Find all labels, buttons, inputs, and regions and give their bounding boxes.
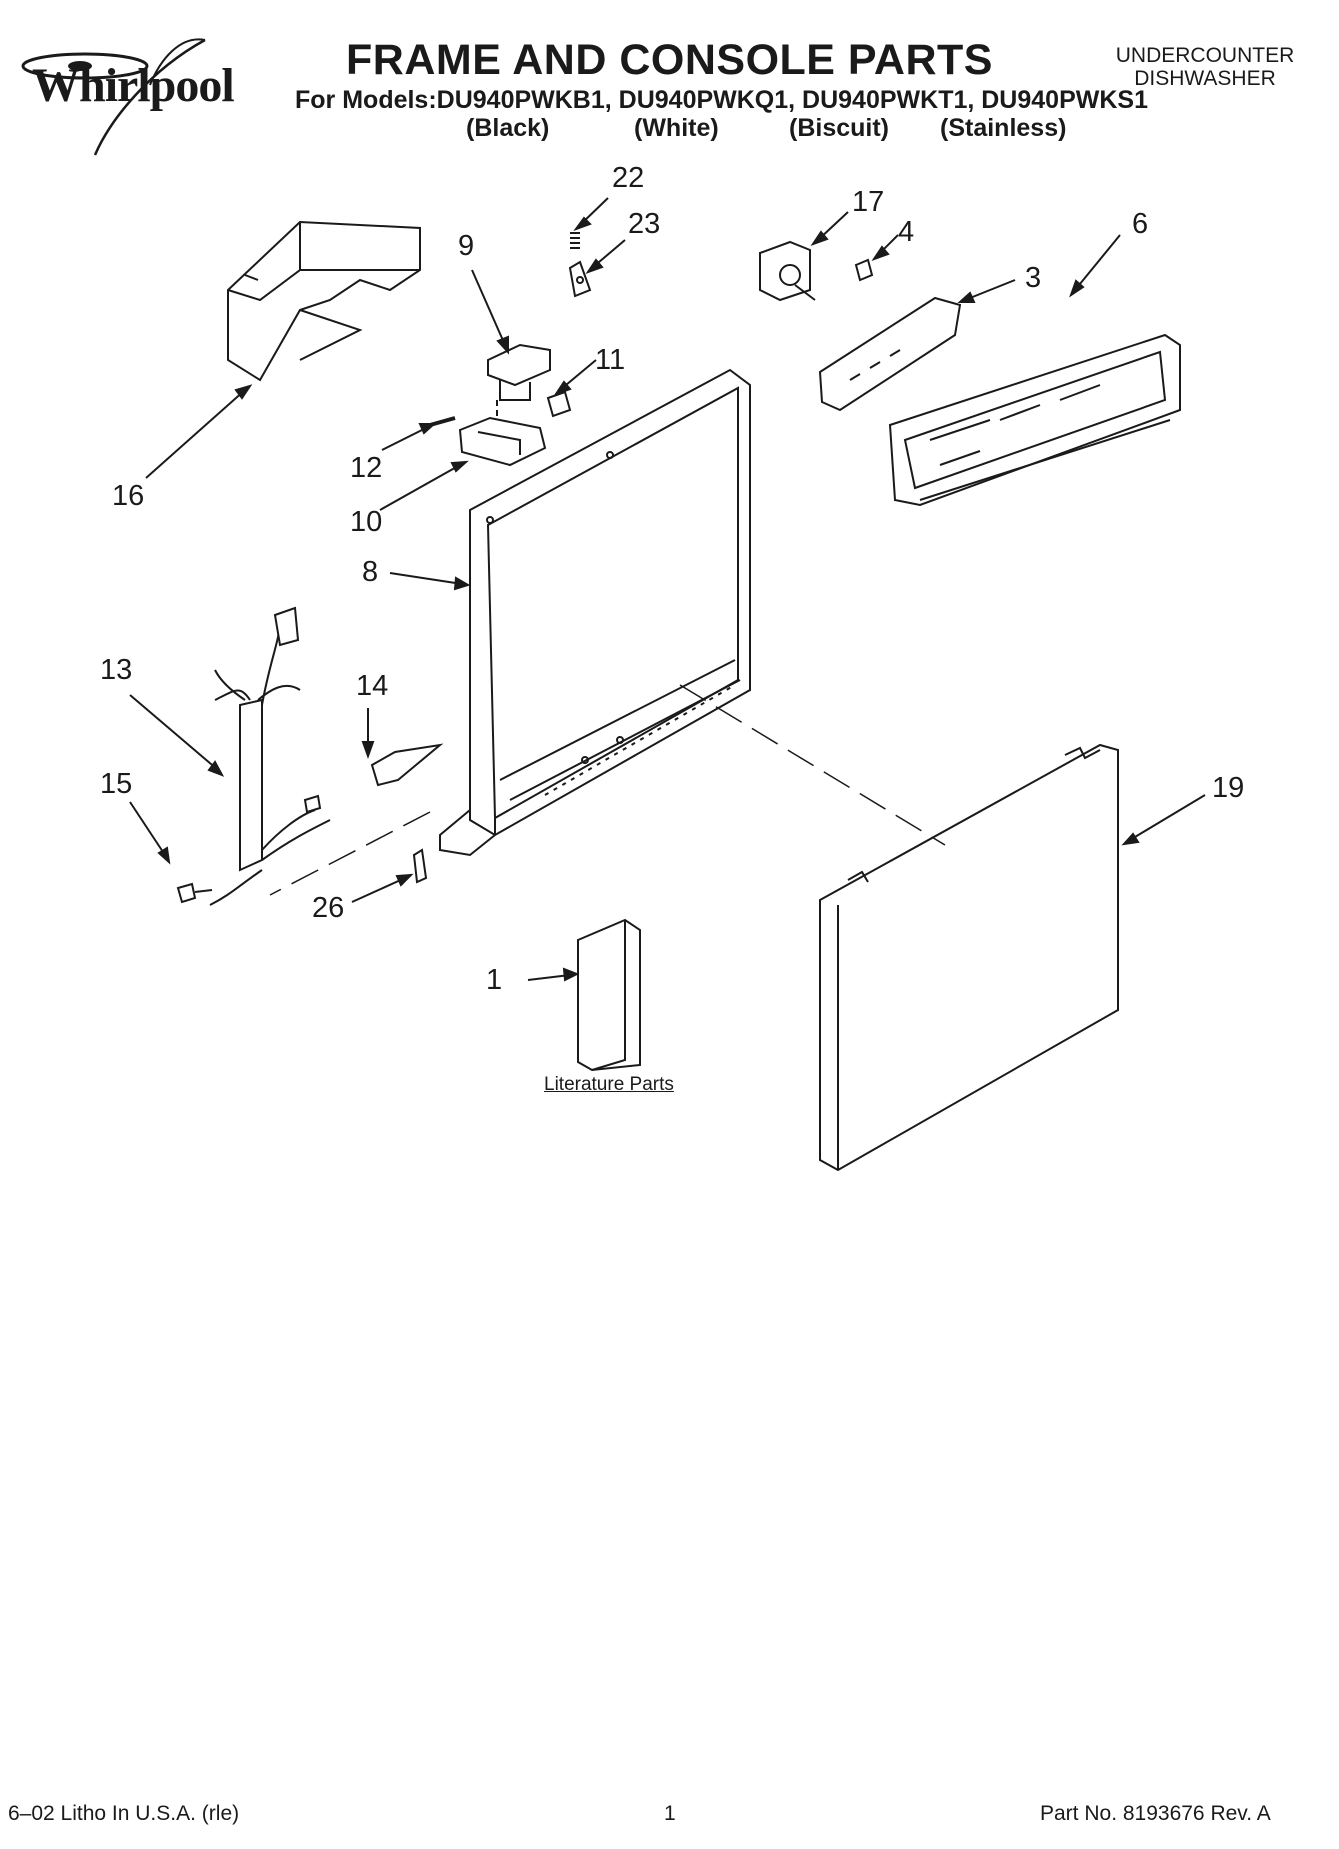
part-16-shield <box>227 220 421 382</box>
color-biscuit: (Biscuit) <box>789 114 889 142</box>
part-1-literature <box>577 918 641 1072</box>
callout-22: 22 <box>612 162 645 194</box>
appliance-type-line-2: DISHWASHER <box>1134 67 1276 90</box>
color-stainless: (Stainless) <box>940 114 1067 142</box>
logo-swoosh-icon <box>21 38 206 156</box>
footer-page-number: 1 <box>664 1802 676 1825</box>
callout-6: 6 <box>1132 208 1149 240</box>
part-23-clip <box>568 260 592 298</box>
footer-litho: 6–02 Litho In U.S.A. (rle) <box>8 1802 240 1825</box>
appliance-type-line-1: UNDERCOUNTER <box>1115 44 1295 67</box>
callout-11: 11 <box>595 344 626 376</box>
callout-4: 4 <box>898 216 915 248</box>
part-15-screw <box>176 882 213 904</box>
callout-8: 8 <box>362 556 379 588</box>
brand-name: Whirlpool <box>32 59 235 112</box>
callout-9: 9 <box>458 230 475 262</box>
footer-part-number: Part No. 8193676 Rev. A <box>1040 1802 1271 1825</box>
part-4-clip <box>854 258 874 282</box>
callout-3: 3 <box>1025 262 1042 294</box>
whirlpool-logo <box>0 0 270 160</box>
callout-19: 19 <box>1212 772 1245 804</box>
part-6-console <box>888 333 1181 507</box>
literature-parts-label: Literature Parts <box>544 1074 674 1095</box>
callout-26: 26 <box>312 892 345 924</box>
callout-17: 17 <box>852 186 885 218</box>
callout-13: 13 <box>100 654 133 686</box>
callout-23: 23 <box>628 208 661 240</box>
color-black: (Black) <box>466 114 550 142</box>
part-8-frame <box>439 368 751 857</box>
callout-14: 14 <box>356 670 389 702</box>
part-19-door-panel <box>819 743 1119 1172</box>
appliance-type: UNDERCOUNTER DISHWASHER <box>1090 44 1320 90</box>
page-title: FRAME AND CONSOLE PARTS <box>346 36 993 84</box>
callout-16: 16 <box>112 480 145 512</box>
callout-12: 12 <box>350 452 383 484</box>
part-11-switch <box>546 390 572 418</box>
part-14-sensor <box>370 743 444 787</box>
part-17-selector <box>759 240 816 302</box>
part-22-spring <box>570 232 580 249</box>
color-white: (White) <box>634 114 719 142</box>
callout-1: 1 <box>486 964 503 996</box>
callout-10: 10 <box>350 506 383 538</box>
part-9-latch <box>487 343 551 401</box>
part-10-latch-base <box>458 400 547 467</box>
callout-15: 15 <box>100 768 133 800</box>
part-26-clip <box>412 848 428 884</box>
part-3-keypad <box>818 296 962 412</box>
models-line: For Models:DU940PWKB1, DU940PWKQ1, DU940… <box>295 86 1148 114</box>
part-13-wire-harness <box>209 606 331 906</box>
